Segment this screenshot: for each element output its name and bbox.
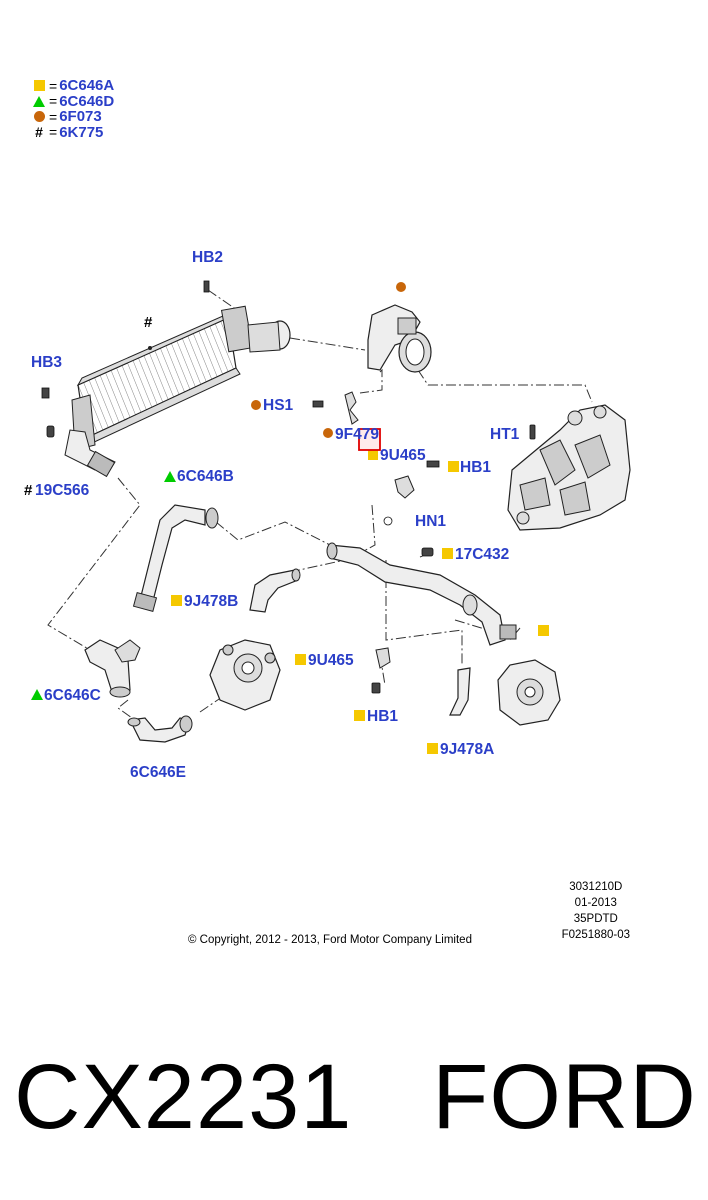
label-6c646e: 6C646E [130,764,186,781]
legend-code: 6K775 [59,123,104,141]
legend-equals: = [49,108,58,125]
boost-pressure-sensor [344,391,359,425]
label-markers [31,400,549,754]
hose-9j478b [249,568,301,613]
label-9j478b: 9J478B [184,593,238,610]
pipe-6c646c [84,639,141,698]
circle-marker-icon [32,111,46,123]
label-17c432: 17C432 [455,546,509,563]
label-hb1-bottom: HB1 [367,708,398,725]
label-19c566: 19C566 [35,482,90,499]
legend-code: 6C646A [59,77,115,95]
intercooler [64,305,291,478]
intake-manifold [507,404,631,531]
drawing-code: 35PDTD [573,913,618,925]
square-marker-icon [32,80,46,92]
label-hn1: HN1 [415,513,446,530]
footer-caption: CX2231 FORD [14,1046,697,1148]
legend-row-6c646a: = 6C646A [32,77,115,95]
copyright: © Copyright, 2012 - 2013, Ford Motor Com… [188,934,472,946]
drawing-date: 01-2013 [574,897,617,909]
legend-row-6k775: # = 6K775 [32,123,114,141]
legend-equals: = [49,124,58,141]
label-9u465-top: 9U465 [380,447,426,464]
sensor-9u465-bottom [375,647,391,669]
drawing-reference: F0251880-03 [561,929,630,941]
drawing-info: 3031210D 01-2013 35PDTD F0251880-03 [562,879,630,943]
legend: = 6C646A = 6C646D = 6F073 # = 6K775 [32,77,115,141]
turbocharger [209,639,281,711]
label-6c646c: 6C646C [44,687,101,704]
legend-code: 6F073 [59,108,102,126]
legend-equals: = [49,77,58,94]
legend-code: 6C646D [59,92,115,110]
label-hs1: HS1 [263,397,294,414]
label-6c646b: 6C646B [177,468,234,485]
sensor-9u465-top [394,475,415,499]
pipe-6c646b [132,504,219,612]
legend-equals: = [49,93,58,110]
air-inlet-elbow [367,282,432,373]
hash-marker-icon: # [35,124,43,141]
label-hb3: HB3 [31,354,62,371]
pipe-6c646e [127,715,193,743]
label-hb2: HB2 [192,249,223,266]
label-9u465-bottom: 9U465 [308,652,354,669]
label-hash-intercooler: # [144,314,153,331]
legend-row-6f073: = 6F073 [32,108,114,126]
bolts [41,280,536,694]
drawing-number: 3031210D [569,881,623,893]
label-hb1-top: HB1 [460,459,491,476]
label-hash-19c566: # [24,482,33,499]
hose-9j478a [449,667,471,716]
legend-row-6c646d: = 6C646D [32,92,115,110]
label-9j478a: 9J478A [440,741,494,758]
highlight-box [358,428,381,451]
triangle-marker-icon [32,95,46,107]
label-ht1: HT1 [490,426,520,443]
label-9f479: 9F479 [335,426,379,443]
turbocharger-right [497,659,561,726]
charge-air-pipe [326,542,517,646]
